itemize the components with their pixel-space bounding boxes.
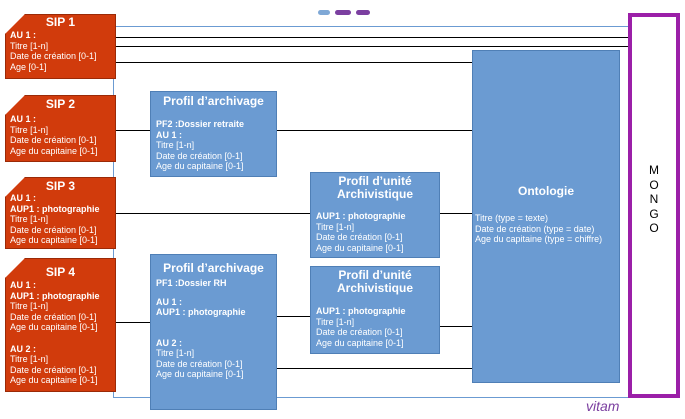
connector-sip4-profil bbox=[116, 322, 150, 323]
progress-dot-3 bbox=[356, 10, 370, 15]
connector-profil2-bottom bbox=[277, 368, 472, 369]
pua1-line: Titre [1-n] bbox=[316, 221, 355, 232]
sip1-line: Titre [1-n] bbox=[10, 40, 49, 51]
profil2-line: AU 2 : bbox=[156, 337, 183, 348]
connector-pua2-ontologie bbox=[440, 326, 472, 327]
profil-unite-archivistique-1-box: Profil d’unité Archivistique AUP1 : phot… bbox=[310, 172, 440, 258]
profil1-line: Age du capitaine [0-1] bbox=[156, 161, 244, 171]
connector-sip1-mid bbox=[116, 46, 628, 47]
sip3-line: AUP1 : photographie bbox=[10, 203, 100, 214]
pua1-title-line: Archivistique bbox=[336, 187, 414, 201]
profil2-line: AUP1 : photographie bbox=[156, 307, 246, 317]
sip4-line: Date de création [0-1] bbox=[10, 364, 97, 375]
sip4-line bbox=[10, 333, 115, 344]
profil-archivage-1-box: Profil d’archivage PF2 :Dossier retraite… bbox=[150, 91, 277, 177]
pua1-line: Age du capitaine [0-1] bbox=[316, 242, 404, 253]
sip1-line: Date de création [0-1] bbox=[10, 51, 97, 61]
sip3-line: Date de création [0-1] bbox=[10, 224, 97, 235]
sip2-line: AU 1 : bbox=[10, 114, 37, 124]
profil2-line: PF1 :Dossier RH bbox=[156, 278, 227, 288]
ontologie-box: Ontologie Titre (type = texte) Date de c… bbox=[472, 50, 620, 383]
mongo-letter: N bbox=[649, 192, 659, 206]
mongo-letter: M bbox=[649, 163, 659, 177]
sip1-box: SIP 1 AU 1 : Titre [1-n] Date de créatio… bbox=[5, 14, 116, 79]
profil2-line bbox=[156, 328, 276, 338]
profil2-line bbox=[156, 289, 276, 297]
sip2-line: Age du capitaine [0-1] bbox=[10, 145, 98, 156]
pua2-title-line: Profil d’unité bbox=[338, 268, 412, 282]
pua2-line: AUP1 : photographie bbox=[316, 306, 406, 316]
sip4-line: Age du capitaine [0-1] bbox=[10, 375, 98, 385]
ontologie-line: Date de création (type = date) bbox=[475, 223, 595, 234]
sip4-box: SIP 4 AU 1 : AUP1 : photographie Titre [… bbox=[5, 258, 116, 392]
progress-dot-1 bbox=[318, 10, 330, 15]
sip4-line: Date de création [0-1] bbox=[10, 311, 97, 322]
connector-sip1-top bbox=[116, 37, 628, 38]
pua1-title-line: Profil d’unité bbox=[338, 174, 412, 188]
sip3-line: Age du capitaine [0-1] bbox=[10, 235, 98, 245]
profil1-line: PF2 :Dossier retraite bbox=[156, 119, 245, 129]
profil1-line: AU 1 : bbox=[156, 129, 183, 140]
sip2-line: Titre [1-n] bbox=[10, 124, 49, 135]
ontologie-title: Ontologie bbox=[518, 184, 574, 198]
pua2-title-line: Archivistique bbox=[336, 281, 414, 295]
connector-sip2-profil bbox=[116, 130, 150, 131]
sip4-title: SIP 4 bbox=[45, 265, 76, 279]
sip4-line: Titre [1-n] bbox=[10, 301, 49, 311]
ontologie-line: Titre (type = texte) bbox=[475, 213, 548, 223]
pua1-line: AUP1 : photographie bbox=[316, 211, 406, 221]
connector-sip3-pua bbox=[116, 213, 310, 214]
mongo-letter: O bbox=[649, 221, 659, 235]
profil-archivage-2-title: Profil d’archivage bbox=[163, 261, 264, 275]
sip4-line: AU 1 : bbox=[10, 280, 37, 290]
mongo-letter: O bbox=[649, 177, 659, 192]
profil2-line: Date de création [0-1] bbox=[156, 358, 243, 369]
sip4-line: AU 2 : bbox=[10, 343, 37, 354]
connector-profil1-ontologie bbox=[277, 130, 472, 131]
sip3-line: AU 1 : bbox=[10, 193, 37, 203]
profil2-line: Age du capitaine [0-1] bbox=[156, 369, 244, 379]
sip2-box: SIP 2 AU 1 : Titre [1-n] Date de créatio… bbox=[5, 95, 116, 162]
pua2-line: Titre [1-n] bbox=[316, 316, 355, 327]
profil1-line: Titre [1-n] bbox=[156, 140, 195, 150]
pua1-line: Date de création [0-1] bbox=[316, 232, 403, 242]
profil2-line bbox=[156, 318, 276, 328]
profil-unite-archivistique-2-box: Profil d’unité Archivistique AUP1 : phot… bbox=[310, 266, 440, 354]
sip1-line: AU 1 : bbox=[10, 30, 37, 40]
vitam-logo: vitam bbox=[586, 398, 620, 414]
pua2-line: Date de création [0-1] bbox=[316, 327, 403, 337]
sip4-line: Titre [1-n] bbox=[10, 354, 49, 364]
sip2-title: SIP 2 bbox=[45, 97, 76, 111]
sip2-line: Date de création [0-1] bbox=[10, 135, 97, 145]
sip3-box: SIP 3 AU 1 : AUP1 : photographie Titre [… bbox=[5, 177, 116, 249]
sip4-line: AUP1 : photographie bbox=[10, 290, 100, 301]
profil1-line: Date de création [0-1] bbox=[156, 150, 243, 161]
progress-dot-2 bbox=[335, 10, 351, 15]
sip1-title: SIP 1 bbox=[45, 15, 76, 29]
profil2-line: Titre [1-n] bbox=[156, 348, 195, 358]
sip3-title: SIP 3 bbox=[45, 179, 76, 193]
sip1-line: Age [0-1] bbox=[10, 61, 47, 72]
pua2-line: Age du capitaine [0-1] bbox=[316, 337, 404, 348]
profil-archivage-1-title: Profil d’archivage bbox=[163, 94, 264, 108]
connector-sip1-ontologie bbox=[116, 62, 472, 63]
connector-pua1-ontologie bbox=[440, 213, 472, 214]
sip4-line: Age du capitaine [0-1] bbox=[10, 322, 98, 332]
mongo-letter: G bbox=[649, 206, 659, 221]
connector-profil2-pua2 bbox=[277, 316, 310, 317]
mongo-box: M O N G O bbox=[628, 13, 680, 398]
ontologie-line: Age du capitaine (type = chiffre) bbox=[475, 234, 603, 244]
sip3-line: Titre [1-n] bbox=[10, 214, 49, 224]
profil2-line: AU 1 : bbox=[156, 296, 183, 307]
profil-archivage-2-box: Profil d’archivage PF1 :Dossier RH AU 1 … bbox=[150, 254, 277, 410]
